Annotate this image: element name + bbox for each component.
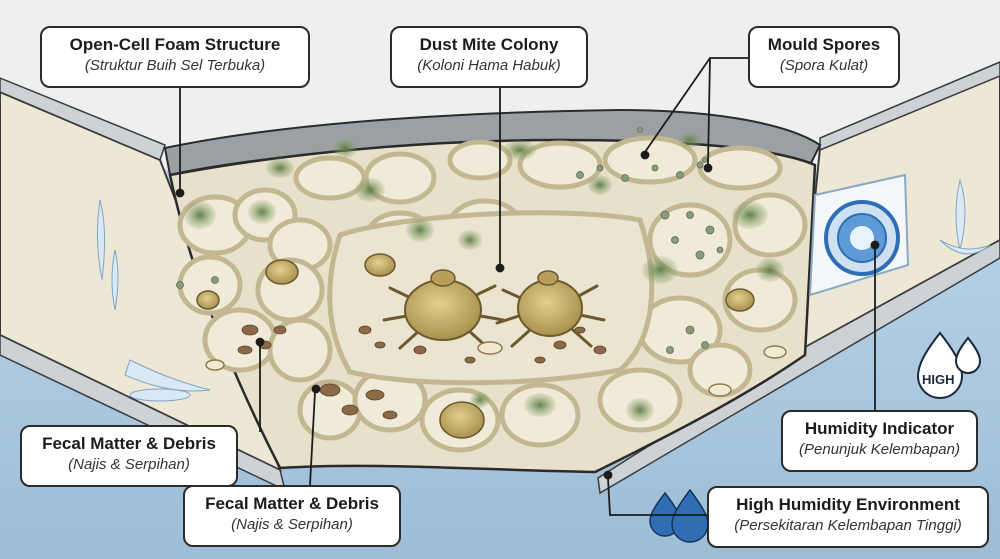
callout-subtitle: (Najis & Serpihan) [231,516,353,533]
dust-mite-small [196,253,755,439]
callout-subtitle: (Persekitaran Kelembapan Tinggi) [734,517,962,534]
water-splash-right [939,178,991,255]
callout-title: Humidity Indicator [804,419,955,438]
central-chamber [327,210,655,386]
callout-dust-mite-colony: Dust Mite Colony (Koloni Hama Habuk) [390,26,588,88]
callout-mould-spores: Mould Spores (Spora Kulat) [748,26,900,88]
callout-subtitle: (Spora Kulat) [779,57,869,74]
callout-title: Open-Cell Foam Structure [69,35,281,54]
water-drop-icon [916,331,982,399]
mould-patches [184,132,784,422]
callout-high-humidity-environment: High Humidity Environment (Persekitaran … [707,486,989,548]
callout-title: Mould Spores [767,35,881,54]
humidity-high-badge: HIGH [922,372,955,387]
fecal-debris [237,324,607,420]
callout-fecal-matter-left: Fecal Matter & Debris (Najis & Serpihan) [20,425,238,487]
callout-title: Dust Mite Colony [419,35,559,54]
callout-open-cell-foam: Open-Cell Foam Structure (Struktur Buih … [40,26,310,88]
callout-humidity-indicator: Humidity Indicator (Penunjuk Kelembapan) [781,410,978,472]
callout-title: Fecal Matter & Debris [42,434,216,453]
humidity-gauge-icon [808,173,910,297]
callout-fecal-matter-center: Fecal Matter & Debris (Najis & Serpihan) [183,485,401,547]
callout-subtitle: (Koloni Hama Habuk) [417,57,561,74]
callout-subtitle: (Penunjuk Kelembapan) [799,441,960,458]
mould-spore-dots [176,127,724,354]
dust-mite-large-left [382,269,505,350]
dust-mite-large-right [495,270,606,348]
mite-larvae [205,341,787,397]
leader-lines [175,57,880,516]
callout-subtitle: (Najis & Serpihan) [68,456,190,473]
callout-subtitle: (Struktur Buih Sel Terbuka) [84,57,266,74]
callout-title: Fecal Matter & Debris [205,494,379,513]
water-splash-left [96,199,211,402]
callout-title: High Humidity Environment [736,495,960,514]
